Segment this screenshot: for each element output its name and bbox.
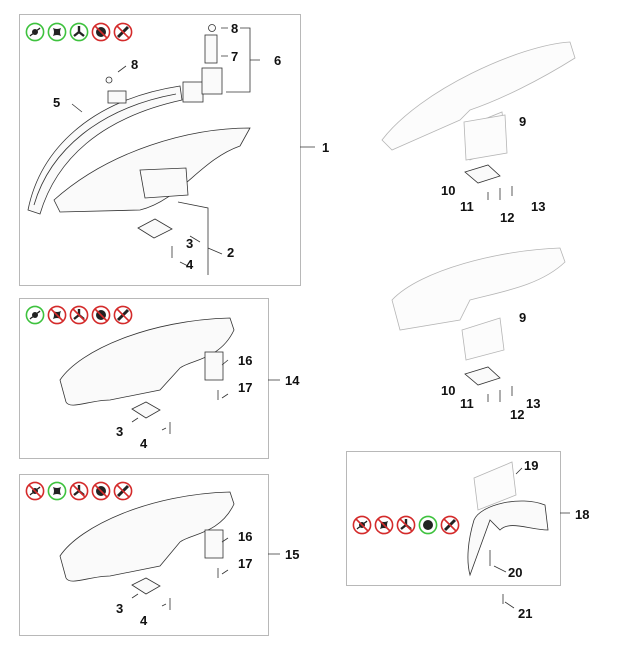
saw-blade-allowed-icon bbox=[418, 515, 438, 540]
callout-13: 13 bbox=[526, 396, 541, 411]
polycut-blade-forbidden-icon bbox=[47, 305, 67, 330]
callout-20: 20 bbox=[508, 565, 523, 580]
callout-11: 11 bbox=[460, 199, 474, 214]
three-tooth-blade-forbidden-icon bbox=[396, 515, 416, 540]
saw-blade-forbidden-icon bbox=[91, 22, 111, 47]
callout-4: 4 bbox=[140, 613, 148, 628]
guard-part-14 bbox=[59, 317, 280, 434]
guard-part-18 bbox=[467, 461, 570, 609]
callout-18: 18 bbox=[575, 507, 590, 522]
callout-19: 19 bbox=[524, 458, 539, 473]
callout-16: 16 bbox=[238, 353, 253, 368]
saw-blade-forbidden-icon bbox=[91, 305, 111, 330]
callout-14: 14 bbox=[285, 373, 300, 388]
polycut-blade-forbidden-icon bbox=[374, 515, 394, 540]
callout-8b: 8 bbox=[131, 57, 139, 72]
three-tooth-blade-forbidden-icon bbox=[69, 305, 89, 330]
callout-3: 3 bbox=[116, 601, 124, 616]
callout-10: 10 bbox=[441, 183, 456, 198]
callout-3: 3 bbox=[116, 424, 124, 439]
polycut-blade-allowed-icon bbox=[47, 481, 67, 506]
callout-21: 21 bbox=[518, 606, 533, 621]
callout-12: 12 bbox=[510, 407, 525, 422]
two-tooth-blade-forbidden-icon bbox=[440, 515, 460, 540]
callout-15: 15 bbox=[285, 547, 300, 562]
guard-right-1 bbox=[381, 41, 576, 200]
compat-icons-group-14 bbox=[25, 305, 133, 330]
callout-17: 17 bbox=[238, 380, 253, 395]
callout-1: 1 bbox=[322, 140, 330, 155]
two-tooth-blade-forbidden-icon bbox=[113, 305, 133, 330]
callout-7: 7 bbox=[231, 49, 239, 64]
trimmer-head-allowed-icon bbox=[25, 22, 45, 47]
three-tooth-blade-forbidden-icon bbox=[69, 481, 89, 506]
trimmer-head-forbidden-icon bbox=[352, 515, 372, 540]
callout-6: 6 bbox=[274, 53, 282, 68]
polycut-blade-allowed-icon bbox=[47, 22, 67, 47]
guard-main-part bbox=[53, 127, 251, 213]
callout-4: 4 bbox=[140, 436, 148, 451]
two-tooth-blade-forbidden-icon bbox=[113, 481, 133, 506]
callout-9: 9 bbox=[519, 310, 527, 325]
guard-extension-part-5 bbox=[27, 85, 183, 215]
three-tooth-blade-allowed-icon bbox=[69, 22, 89, 47]
callout-10: 10 bbox=[441, 383, 456, 398]
callout-13: 13 bbox=[531, 199, 546, 214]
callout-3: 3 bbox=[186, 236, 194, 251]
guard-right-2 bbox=[391, 247, 566, 402]
plate-part-3 bbox=[137, 218, 173, 239]
trimmer-head-forbidden-icon bbox=[25, 481, 45, 506]
compat-icons-group-15 bbox=[25, 481, 133, 506]
callout-11: 11 bbox=[460, 396, 474, 411]
callout-5: 5 bbox=[53, 95, 61, 110]
two-tooth-blade-forbidden-icon bbox=[113, 22, 133, 47]
callout-12: 12 bbox=[500, 210, 515, 225]
callout-17: 17 bbox=[238, 556, 253, 571]
compat-icons-group-1 bbox=[25, 22, 133, 47]
callout-9: 9 bbox=[519, 114, 527, 129]
bracket-part-6 bbox=[105, 24, 223, 103]
guard-part-15 bbox=[59, 491, 280, 610]
callout-8: 8 bbox=[231, 21, 239, 36]
callout-2: 2 bbox=[227, 245, 235, 260]
callout-16: 16 bbox=[238, 529, 253, 544]
callout-4: 4 bbox=[186, 257, 194, 272]
compat-icons-group-18 bbox=[352, 515, 460, 540]
trimmer-head-allowed-icon bbox=[25, 305, 45, 330]
saw-blade-forbidden-icon bbox=[91, 481, 111, 506]
